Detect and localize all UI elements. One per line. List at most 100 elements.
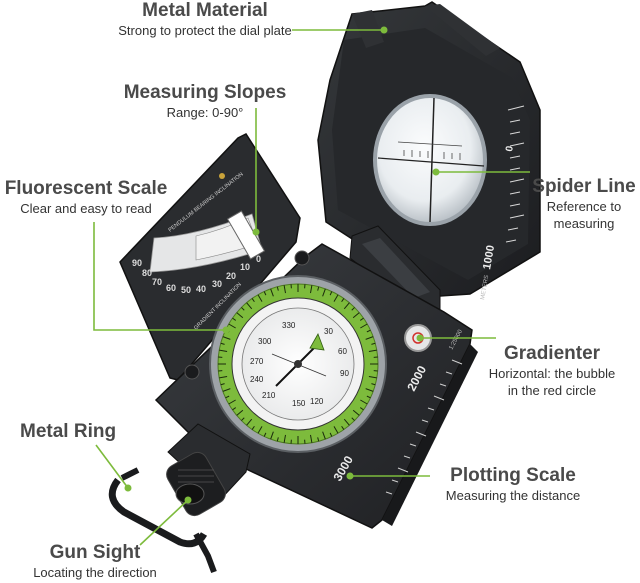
- bezel-tick: [270, 288, 274, 297]
- callout-plotting-scale: Plotting Scale Measuring the distance: [418, 465, 608, 504]
- bezel-tick: [232, 317, 237, 321]
- plotting-scale-title: Plotting Scale: [450, 465, 576, 486]
- bezel-tick: [251, 425, 255, 430]
- bezel-tick: [360, 323, 368, 329]
- gun-sight: [108, 423, 251, 574]
- bezel-tick: [241, 307, 245, 311]
- clino-num-10: 10: [240, 262, 250, 272]
- gun-sight-title: Gun Sight: [49, 542, 141, 563]
- mirror-lid: 0 1000 METERS: [317, 1, 541, 301]
- bezel-tick: [283, 285, 286, 294]
- measuring-slopes-title: Measuring Slopes: [123, 82, 287, 103]
- dial-num-90: 90: [340, 369, 349, 378]
- bezel-tick: [322, 288, 326, 297]
- bezel-tick: [222, 336, 231, 340]
- bezel-tick: [371, 383, 376, 386]
- dial-num-300: 300: [258, 337, 272, 346]
- bezel-tick: [310, 285, 313, 294]
- spider-line-title: Spider Line: [532, 176, 636, 197]
- bezel-tick: [333, 426, 339, 434]
- clino-num-60: 60: [166, 283, 176, 293]
- bezel-tick: [219, 349, 228, 352]
- bezel-tick: [333, 294, 339, 302]
- bezel-tick: [246, 302, 253, 310]
- callout-gradienter: Gradienter Horizontal: the bubble in the…: [468, 343, 636, 399]
- bezel-tick: [366, 329, 371, 333]
- clino-num-50: 50: [181, 285, 191, 295]
- bezel-tick: [317, 286, 320, 291]
- gradienter-title: Gradienter: [503, 343, 601, 364]
- callout-fluorescent-scale: Fluorescent Scale Clear and easy to read: [0, 178, 172, 217]
- leader-lines: [93, 29, 530, 546]
- callout-gun-sight: Gun Sight Locating the direction: [10, 542, 180, 581]
- bezel-tick: [236, 312, 244, 319]
- bezel-tick: [352, 409, 360, 416]
- bezel-tick: [351, 307, 355, 311]
- dial-num-270: 270: [250, 357, 264, 366]
- bezel-tick: [341, 425, 345, 430]
- clino-num-40: 40: [196, 284, 206, 294]
- bezel-tick: [232, 407, 237, 411]
- bezel-tick: [322, 431, 326, 440]
- clino-num-90: 90: [132, 258, 142, 268]
- clino-num-0: 0: [256, 254, 261, 264]
- lid-scale-1000: 1000: [481, 244, 497, 270]
- callout-metal-ring: Metal Ring: [20, 421, 116, 443]
- clinometer-plate: PENDULUM BEARING INCLINATION 90 80 70 60…: [119, 133, 301, 381]
- fluorescent-scale-desc: Clear and easy to read: [20, 201, 152, 216]
- bezel-tick: [310, 434, 313, 443]
- bezel-tick: [219, 376, 228, 379]
- bezel-tick: [359, 407, 364, 411]
- callout-metal-material: Metal Material Strong to protect the dia…: [60, 0, 350, 39]
- bezel-tick: [366, 395, 371, 399]
- dial-num-210: 210: [262, 391, 276, 400]
- bezel-tick: [263, 432, 267, 437]
- clino-num-80: 80: [142, 268, 152, 278]
- bezel-tick: [251, 298, 255, 303]
- north-arrow: [309, 333, 325, 351]
- bezel-tick: [359, 317, 364, 321]
- lid-scale-0: 0: [504, 145, 516, 153]
- bezel-tick: [241, 417, 245, 421]
- dial-num-120: 120: [310, 397, 324, 406]
- dial-num-240: 240: [250, 375, 264, 384]
- bezel-tick: [371, 342, 376, 345]
- metal-material-title: Metal Material: [142, 0, 268, 21]
- clino-num-20: 20: [226, 271, 236, 281]
- bezel-tick: [368, 376, 377, 379]
- dial-num-150: 150: [292, 399, 306, 408]
- clino-num-30: 30: [212, 279, 222, 289]
- measuring-slopes-desc: Range: 0-90°: [166, 105, 244, 120]
- fluorescent-scale-title: Fluorescent Scale: [4, 178, 168, 199]
- dial-num-330: 330: [282, 321, 296, 330]
- metal-ring-title: Metal Ring: [20, 421, 117, 442]
- bezel-tick: [228, 323, 236, 329]
- bezel-tick: [283, 434, 286, 443]
- bezel-tick: [343, 418, 350, 426]
- spider-line-desc-1: Reference to: [546, 199, 622, 214]
- bezel-tick: [257, 294, 263, 302]
- bezel-tick: [225, 395, 230, 399]
- bezel-tick: [276, 437, 279, 442]
- compass-dial: 330 30 60 90 120 150 210 240 270 300: [209, 275, 387, 453]
- bezel-tick: [220, 342, 225, 345]
- callout-spider-line: Spider Line Reference to measuring: [528, 176, 640, 232]
- bezel-tick: [343, 302, 350, 310]
- lid-units: METERS: [480, 275, 490, 301]
- bezel-tick: [222, 388, 231, 392]
- dial-num-30: 30: [324, 327, 333, 336]
- bezel-tick: [368, 349, 377, 352]
- bezel-tick: [220, 383, 225, 386]
- mirror-glass: [373, 94, 487, 226]
- gradienter-desc-2: in the red circle: [507, 383, 597, 398]
- gradienter-desc-1: Horizontal: the bubble: [488, 366, 616, 381]
- bezel-tick: [360, 399, 368, 405]
- bezel-tick: [263, 291, 267, 296]
- bezel-tick: [365, 336, 374, 340]
- bezel-tick: [341, 298, 345, 303]
- bezel-tick: [365, 388, 374, 392]
- bezel-tick: [351, 417, 355, 421]
- gun-sight-desc: Locating the direction: [33, 565, 157, 580]
- bezel-tick: [317, 437, 320, 442]
